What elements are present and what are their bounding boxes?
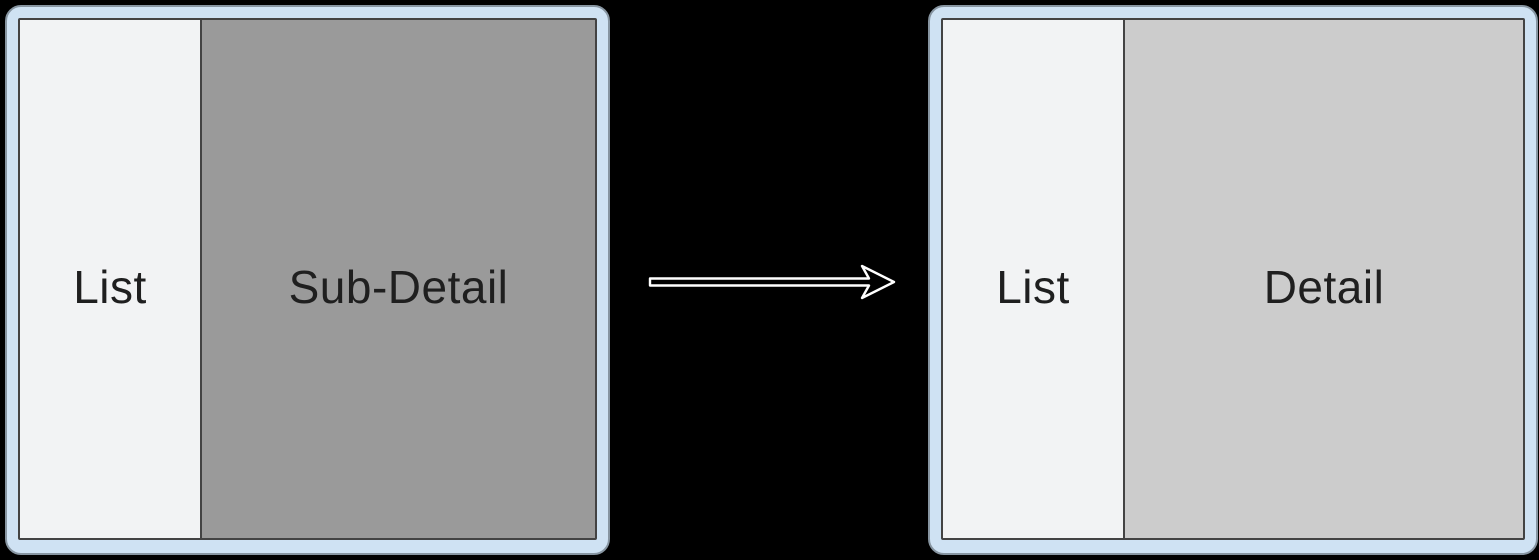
before-device-frame: List Sub-Detail: [5, 5, 610, 555]
after-screen: List Detail: [941, 18, 1525, 540]
before-list-pane: List: [20, 20, 200, 538]
after-detail-pane-label: Detail: [1263, 261, 1385, 313]
arrow-shape: [648, 264, 896, 300]
after-detail-pane: Detail: [1123, 20, 1523, 538]
after-device-frame: List Detail: [928, 5, 1538, 555]
transition-arrow-icon: [648, 264, 896, 300]
before-screen: List Sub-Detail: [18, 18, 597, 540]
after-list-pane: List: [943, 20, 1123, 538]
before-list-pane-label: List: [73, 261, 147, 313]
before-sub-detail-pane-label: Sub-Detail: [288, 261, 509, 313]
after-list-pane-label: List: [996, 261, 1070, 313]
before-sub-detail-pane: Sub-Detail: [200, 20, 595, 538]
